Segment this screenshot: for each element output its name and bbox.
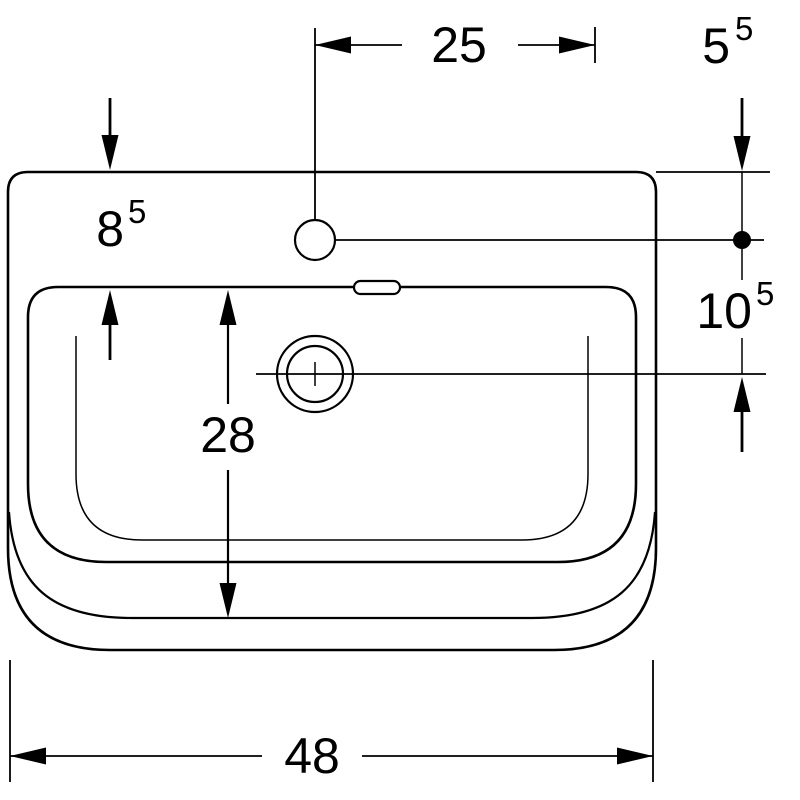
dimension-overall-width: 48 — [9, 660, 654, 784]
dim-28-label: 28 — [200, 407, 256, 463]
dimension-edge-to-tap: 5 5 — [656, 10, 770, 249]
tap-hole — [293, 28, 764, 262]
dim-8-5-superscript: 5 — [128, 193, 146, 230]
dim-reference-dot — [733, 231, 751, 249]
dimension-bowl-depth: 28 — [200, 290, 256, 618]
basin-outer-edge — [6, 170, 658, 652]
dim-10-5-label: 10 — [696, 283, 752, 339]
dim-48-label: 48 — [284, 728, 340, 784]
dim-10-5-superscript: 5 — [756, 275, 774, 312]
dim-10-5-arrow-up — [733, 377, 751, 412]
drain — [256, 334, 766, 414]
dim-28-arrow-up — [219, 290, 237, 325]
dimension-tap-to-drain: 10 5 — [696, 249, 774, 452]
dimension-edge-to-bowl: 8 5 — [96, 98, 146, 360]
overflow-slot — [352, 279, 402, 296]
bowl — [26, 285, 638, 564]
dim-25-arrow-left — [315, 36, 351, 54]
dim-5-5-label: 5 — [702, 18, 730, 74]
basin-front-inner-edge — [7, 511, 657, 620]
dim-5-5-superscript: 5 — [735, 10, 753, 47]
tap-hole-circle — [293, 218, 337, 262]
bowl-rim — [26, 285, 638, 564]
dim-48-arrow-left — [10, 747, 46, 765]
dim-25-label: 25 — [431, 17, 487, 73]
basin-outline — [6, 170, 658, 652]
dim-8-5-label: 8 — [96, 201, 124, 257]
bowl-inner-contour — [75, 336, 589, 541]
dim-5-5-arrow-down — [733, 136, 751, 171]
dim-8-5-arrow-up — [101, 290, 119, 325]
dimension-tap-to-edge: 25 — [315, 17, 596, 73]
dim-28-arrow-down — [219, 583, 237, 618]
dim-8-5-arrow-down — [101, 135, 119, 170]
dim-25-arrow-right — [559, 36, 595, 54]
dim-48-arrow-right — [617, 747, 653, 765]
